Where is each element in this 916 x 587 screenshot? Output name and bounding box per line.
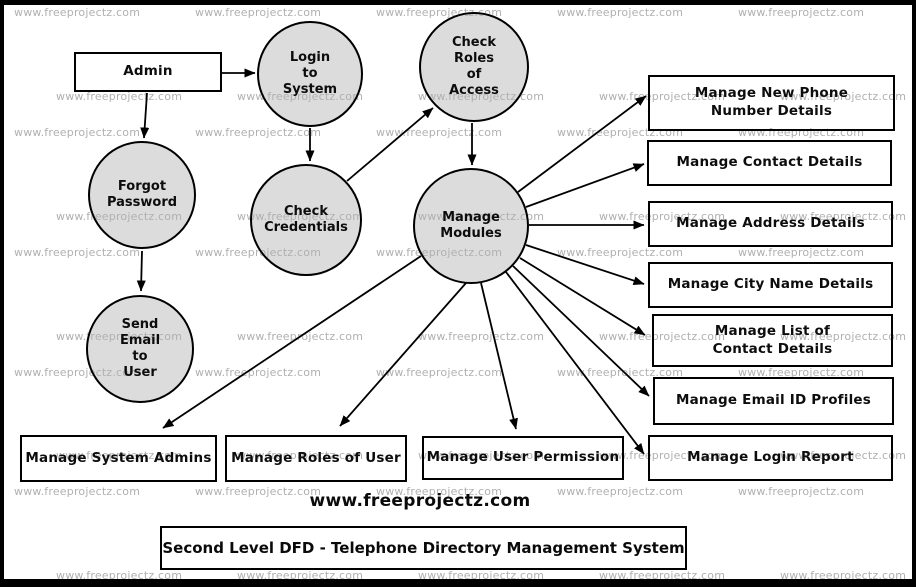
watermark-text: www.freeprojectz.com — [418, 330, 545, 343]
node-label: Manage Email ID Profiles — [675, 392, 871, 409]
process-manage-modules: Manage Modules — [413, 168, 529, 284]
node-label: Manage System Admins — [25, 449, 212, 466]
flow-arrow — [136, 250, 146, 292]
entity-manage-system-admins: Manage System Admins — [20, 435, 217, 482]
flow-arrow — [519, 257, 646, 336]
frame-bar-top — [0, 0, 916, 5]
watermark-text: www.freeprojectz.com — [738, 485, 865, 498]
flow-arrow — [505, 271, 645, 455]
node-label: Check Credentials — [264, 203, 348, 235]
entity-manage-address-details: Manage Address Details — [648, 201, 893, 247]
entity-manage-contact-details: Manage Contact Details — [647, 140, 892, 186]
node-label: Manage Modules — [440, 209, 502, 241]
node-label: Manage List of Contact Details — [712, 322, 833, 357]
watermark-text: www.freeprojectz.com — [195, 366, 322, 379]
entity-manage-email-id-profiles: Manage Email ID Profiles — [653, 377, 894, 425]
node-label: Login to System — [282, 49, 338, 98]
watermark-text: www.freeprojectz.com — [195, 6, 322, 19]
flow-arrow — [512, 265, 650, 397]
flow-arrow — [140, 92, 150, 139]
entity-manage-login-report: Manage Login Report — [648, 435, 893, 481]
process-send-email-to-user: Send Email to User — [86, 295, 194, 403]
entity-manage-roles-of-user: Manage Roles of User — [225, 435, 407, 482]
frame-bar-right — [912, 0, 916, 587]
entity-manage-new-phone-number-details: Manage New Phone Number Details — [648, 75, 895, 131]
flow-arrow — [346, 107, 434, 182]
watermark-text: www.freeprojectz.com — [14, 126, 141, 139]
entity-manage-city-name-details: Manage City Name Details — [648, 262, 893, 308]
node-label: Admin — [123, 63, 173, 80]
flow-arrow — [525, 244, 645, 285]
entity-manage-list-of-contact-details: Manage List of Contact Details — [652, 314, 893, 367]
watermark-text: www.freeprojectz.com — [237, 330, 364, 343]
process-check-credentials: Check Credentials — [250, 164, 362, 276]
diagram-title-box: Second Level DFD - Telephone Directory M… — [160, 526, 687, 570]
flow-arrow — [480, 282, 518, 430]
frame-bar-left — [0, 0, 4, 587]
process-forgot-password: Forgot Password — [88, 141, 196, 249]
node-label: Manage Roles of User — [231, 449, 401, 466]
watermark-text: www.freeprojectz.com — [738, 246, 865, 259]
node-label: Manage Address Details — [676, 215, 865, 232]
watermark-text: www.freeprojectz.com — [14, 6, 141, 19]
watermark-text: www.freeprojectz.com — [738, 6, 865, 19]
flow-arrow — [162, 255, 422, 429]
node-label: Manage Login Report — [687, 449, 854, 466]
node-label: Manage User Permission — [426, 449, 620, 466]
watermark-text: www.freeprojectz.com — [557, 6, 684, 19]
entity-admin: Admin — [74, 52, 222, 92]
watermark-text: www.freeprojectz.com — [195, 126, 322, 139]
watermark-text: www.freeprojectz.com — [14, 246, 141, 259]
diagram-title: Second Level DFD - Telephone Directory M… — [162, 539, 685, 557]
frame-bar-bottom — [0, 579, 916, 587]
process-check-roles-of-access: Check Roles of Access — [419, 12, 529, 122]
watermark-text: www.freeprojectz.com — [557, 246, 684, 259]
watermark-text: www.freeprojectz.com — [14, 485, 141, 498]
node-label: Send Email to User — [119, 316, 161, 381]
node-label: Manage Contact Details — [676, 154, 863, 171]
watermark-text: www.freeprojectz.com — [376, 366, 503, 379]
flow-arrow — [525, 163, 645, 208]
node-label: Manage New Phone Number Details — [694, 85, 849, 119]
flow-arrow — [339, 282, 467, 427]
node-label: Manage City Name Details — [667, 276, 874, 293]
site-label: www.freeprojectz.com — [309, 491, 531, 511]
node-label: Forgot Password — [106, 178, 178, 210]
entity-manage-user-permission: Manage User Permission — [422, 436, 624, 480]
flow-arrow — [517, 95, 647, 193]
node-label: Check Roles of Access — [449, 34, 499, 99]
process-login-to-system: Login to System — [257, 21, 363, 127]
watermark-text: www.freeprojectz.com — [376, 126, 503, 139]
